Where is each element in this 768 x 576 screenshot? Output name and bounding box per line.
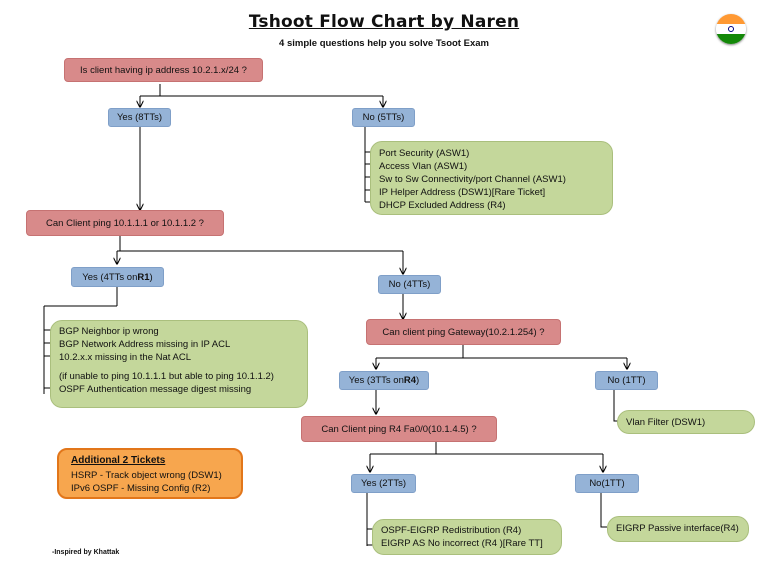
answer-q2-yes-router: R1 [137,271,150,283]
results-q4-no: EIGRP Passive interface(R4) [607,516,749,542]
additional-tickets-heading: Additional 2 Tickets [71,455,166,466]
answer-q1-yes: Yes (8TTs) [108,108,171,127]
result-item: Sw to Sw Connectivity/port Channel (ASW1… [379,174,566,185]
answer-q3-yes: Yes (3TTs on R4) [339,371,429,390]
results-q1-no: Port Security (ASW1) Access Vlan (ASW1) … [370,141,613,215]
results-q4-yes: OSPF-EIGRP Redistribution (R4) EIGRP AS … [372,519,562,555]
answer-q3-yes-prefix: Yes (3TTs on [348,375,404,386]
result-item: OSPF Authentication message digest missi… [59,384,252,395]
answer-q4-yes: Yes (2TTs) [351,474,416,493]
result-item: Vlan Filter (DSW1) [626,417,706,428]
result-item: BGP Network Address missing in IP ACL [59,339,231,350]
additional-ticket-item: IPv6 OSPF - Missing Config (R2) [71,483,211,494]
answer-q4-no: No(1TT) [575,474,639,493]
credit-note: -Inspired by Khattak [52,549,120,556]
answer-q2-yes-prefix: Yes (4TTs on [82,271,138,283]
result-item: BGP Neighbor ip wrong [59,326,159,337]
india-flag-icon [716,14,746,44]
result-item: Access Vlan (ASW1) [379,161,468,172]
result-item: EIGRP AS No incorrect (R4 )[Rare TT] [381,538,543,549]
answer-q3-no: No (1TT) [595,371,658,390]
result-item: IP Helper Address (DSW1)[Rare Ticket] [379,187,546,198]
results-q3-no: Vlan Filter (DSW1) [617,410,755,434]
result-item: 10.2.x.x missing in the Nat ACL [59,352,192,363]
answer-q3-yes-suffix: ) [416,375,420,386]
result-item: OSPF-EIGRP Redistribution (R4) [381,525,522,536]
results-q2-yes: BGP Neighbor ip wrong BGP Network Addres… [50,320,308,408]
question-2: Can Client ping 10.1.1.1 or 10.1.1.2 ? [26,210,224,236]
result-item: DHCP Excluded Address (R4) [379,200,506,211]
question-1: Is client having ip address 10.2.1.x/24 … [64,58,263,82]
question-4: Can Client ping R4 Fa0/0(10.1.4.5) ? [301,416,497,442]
answer-q2-no: No (4TTs) [378,275,441,294]
page-subtitle: 4 simple questions help you solve Tsoot … [279,38,489,49]
answer-q2-yes-suffix: ) [149,271,153,283]
question-3: Can client ping Gateway(10.2.1.254) ? [366,319,561,345]
answer-q1-no: No (5TTs) [352,108,415,127]
result-item: Port Security (ASW1) [379,148,470,159]
page-title: Tshoot Flow Chart by Naren [248,12,520,32]
additional-ticket-item: HSRP - Track object wrong (DSW1) [71,470,222,481]
answer-q3-yes-router: R4 [403,375,417,386]
additional-tickets-box: Additional 2 Tickets HSRP - Track object… [57,448,243,499]
answer-q2-yes: Yes (4TTs on R1) [71,267,164,287]
result-item: (if unable to ping 10.1.1.1 but able to … [59,371,274,382]
result-item: EIGRP Passive interface(R4) [616,523,739,534]
